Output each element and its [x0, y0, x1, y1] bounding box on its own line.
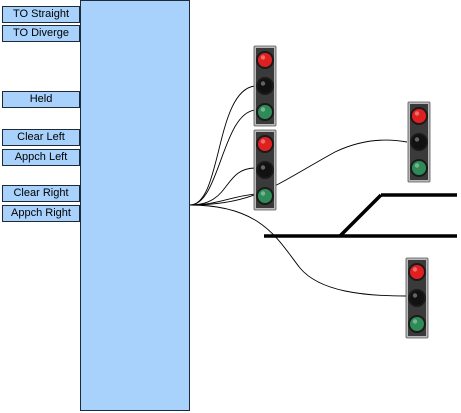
lamp-glint: [260, 165, 266, 170]
lamp-glint: [414, 163, 420, 168]
to-straight-button[interactable]: TO Straight: [2, 6, 80, 23]
lamp-glint: [260, 55, 266, 60]
lamp-black: [410, 291, 424, 305]
signal-right-lower: [405, 257, 429, 339]
wire-right-upper: [189, 139, 408, 206]
lamp-green: [412, 161, 426, 175]
wires: [189, 85, 408, 297]
lamp-red: [258, 53, 272, 67]
signal-right-upper: [407, 101, 431, 183]
signal-left-upper: [253, 45, 277, 127]
wire-left-lower-green: [189, 193, 257, 206]
to-diverge-button[interactable]: TO Diverge: [2, 25, 80, 42]
signal-left-lower: [253, 129, 277, 211]
wire-left-lower-red: [189, 167, 257, 206]
clear-left-button[interactable]: Clear Left: [2, 129, 80, 146]
appch-right-button[interactable]: Appch Right: [2, 205, 80, 222]
lamp-green: [258, 105, 272, 119]
lamp-black: [258, 163, 272, 177]
wire-right-lower: [189, 204, 407, 297]
track: [264, 193, 457, 238]
lamp-glint: [414, 137, 420, 142]
appch-left-button[interactable]: Appch Left: [2, 149, 80, 166]
lamp-glint: [412, 293, 418, 298]
diverging-track-line: [338, 193, 383, 238]
lamp-red: [258, 137, 272, 151]
wire-left-upper-red: [189, 85, 256, 206]
lamp-glint: [260, 107, 266, 112]
lamp-glint: [412, 267, 418, 272]
lamp-glint: [260, 139, 266, 144]
lamp-red: [410, 265, 424, 279]
lamp-glint: [412, 319, 418, 324]
wire-left-upper-black: [189, 109, 257, 206]
lamp-black: [258, 79, 272, 93]
lamp-glint: [414, 111, 420, 116]
lamp-red: [412, 109, 426, 123]
signals: [253, 45, 431, 339]
clear-right-button[interactable]: Clear Right: [2, 185, 80, 202]
control-panel: [80, 0, 190, 411]
held-button[interactable]: Held: [2, 91, 80, 108]
lamp-green: [410, 317, 424, 331]
lamp-glint: [260, 191, 266, 196]
lamp-black: [412, 135, 426, 149]
lamp-green: [258, 189, 272, 203]
lamp-glint: [260, 81, 266, 86]
